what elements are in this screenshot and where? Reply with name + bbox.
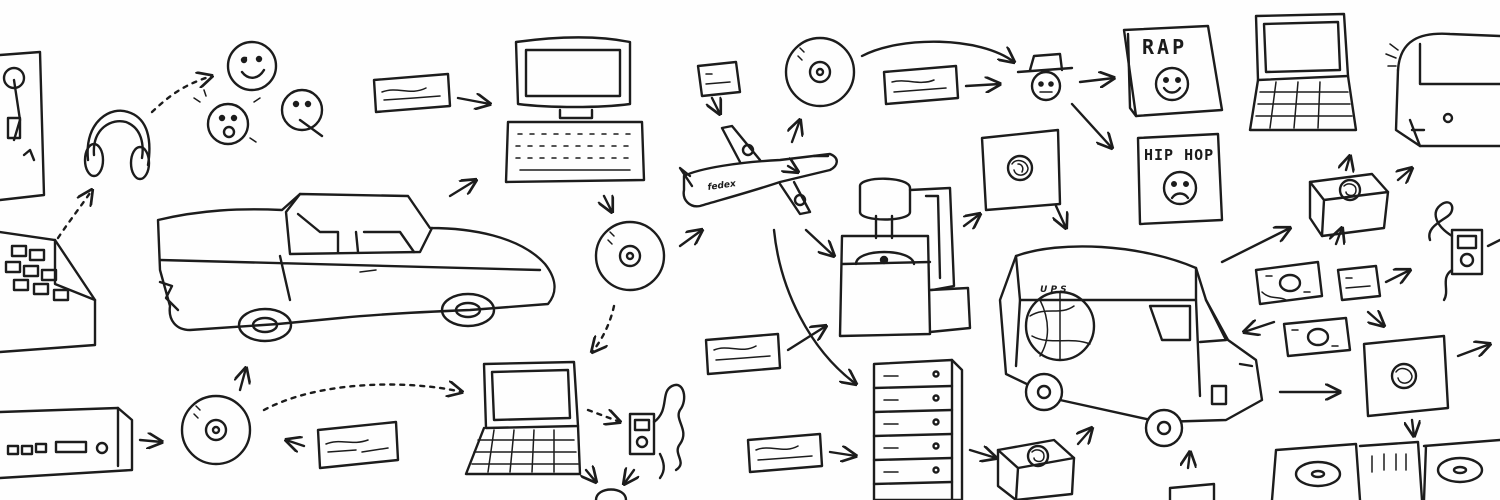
cheque-icon bbox=[704, 332, 782, 376]
hiphop-magazine-icon: HIP HOP bbox=[1136, 132, 1224, 226]
server-rack-icon bbox=[872, 358, 964, 500]
arrow bbox=[804, 228, 834, 256]
arrow bbox=[1244, 322, 1276, 332]
vinyl-sleeve-icon bbox=[1362, 334, 1450, 418]
mp3-player-icon bbox=[628, 383, 686, 480]
arrow bbox=[788, 166, 798, 172]
dj-setup-icon bbox=[1270, 438, 1500, 500]
arrow bbox=[586, 470, 596, 482]
arrow bbox=[150, 76, 212, 114]
cheque-icon bbox=[316, 420, 400, 470]
credit-card-icon bbox=[696, 60, 742, 98]
cheque-icon bbox=[372, 72, 452, 114]
laptop-icon bbox=[1248, 12, 1358, 132]
arrow bbox=[968, 450, 996, 458]
arrow bbox=[1078, 78, 1114, 82]
arrow bbox=[1384, 270, 1410, 282]
arrow bbox=[1188, 452, 1190, 470]
drum-machine-icon bbox=[0, 230, 97, 354]
turntable-tonearm-icon bbox=[0, 50, 46, 202]
delivery-truck-icon: U P S bbox=[998, 245, 1264, 448]
arrow bbox=[1412, 418, 1414, 436]
hat-man-icon bbox=[1016, 52, 1074, 102]
arrow bbox=[962, 214, 980, 226]
headphones-icon bbox=[83, 109, 151, 181]
arrow bbox=[678, 230, 702, 248]
surprised-face-icon bbox=[193, 89, 261, 146]
arrow bbox=[286, 440, 306, 446]
arrow bbox=[1336, 228, 1342, 246]
record-box-icon bbox=[1308, 172, 1390, 238]
rap-magazine-title: RAP bbox=[1142, 35, 1187, 59]
arrow bbox=[1220, 228, 1290, 264]
arrow bbox=[792, 120, 800, 144]
hiphop-magazine-title: HIP HOP bbox=[1144, 146, 1214, 164]
truck-livery-label: U P S bbox=[1040, 285, 1067, 295]
arrow bbox=[786, 326, 826, 352]
arrow bbox=[624, 470, 634, 484]
cd-disc-icon bbox=[594, 220, 666, 292]
record-press-machine-icon bbox=[838, 177, 972, 338]
vinyl-sleeve-icon bbox=[980, 128, 1062, 212]
arrow bbox=[1346, 156, 1350, 170]
arrow bbox=[1456, 344, 1490, 358]
credit-card-icon bbox=[1336, 264, 1382, 302]
mp3-player-icon bbox=[1428, 201, 1500, 302]
arrow bbox=[240, 368, 246, 392]
arrow bbox=[860, 40, 1014, 62]
partial-face-icon bbox=[594, 488, 628, 500]
arrow bbox=[828, 452, 856, 456]
laptop-icon bbox=[464, 360, 582, 476]
car-rear-icon bbox=[1385, 32, 1500, 148]
smiley-face-icon bbox=[226, 40, 278, 92]
arrow bbox=[56, 190, 92, 240]
airplane-icon: fedex bbox=[678, 124, 838, 216]
car-icon bbox=[156, 192, 556, 343]
arrow bbox=[138, 440, 162, 442]
arrow bbox=[1398, 168, 1412, 180]
plane-livery-label: fedex bbox=[707, 179, 738, 193]
arrow bbox=[712, 98, 720, 114]
smoking-face-icon bbox=[280, 88, 324, 138]
arrow bbox=[772, 228, 856, 384]
arrow bbox=[1056, 204, 1066, 228]
arrow bbox=[964, 84, 1000, 86]
arrow bbox=[1070, 102, 1112, 148]
cheque-icon bbox=[746, 432, 824, 474]
partial-box-icon bbox=[1168, 482, 1216, 500]
arrow bbox=[456, 98, 490, 104]
arrow bbox=[1366, 312, 1384, 326]
arrow bbox=[262, 385, 462, 412]
rap-magazine-icon: RAP bbox=[1122, 24, 1224, 118]
cash-bill-icon bbox=[1282, 316, 1352, 358]
arrow bbox=[1078, 428, 1092, 446]
arrow bbox=[604, 196, 612, 212]
cash-bill-icon bbox=[1254, 260, 1324, 306]
arrow bbox=[586, 408, 620, 422]
cd-disc-icon bbox=[180, 394, 252, 466]
arrow bbox=[592, 304, 616, 352]
cheque-icon bbox=[882, 64, 960, 106]
arrow bbox=[448, 180, 476, 198]
desktop-computer-icon bbox=[504, 36, 646, 184]
receiver-box-icon bbox=[0, 406, 134, 480]
record-box-icon bbox=[996, 438, 1076, 500]
cd-disc-icon bbox=[784, 36, 856, 108]
